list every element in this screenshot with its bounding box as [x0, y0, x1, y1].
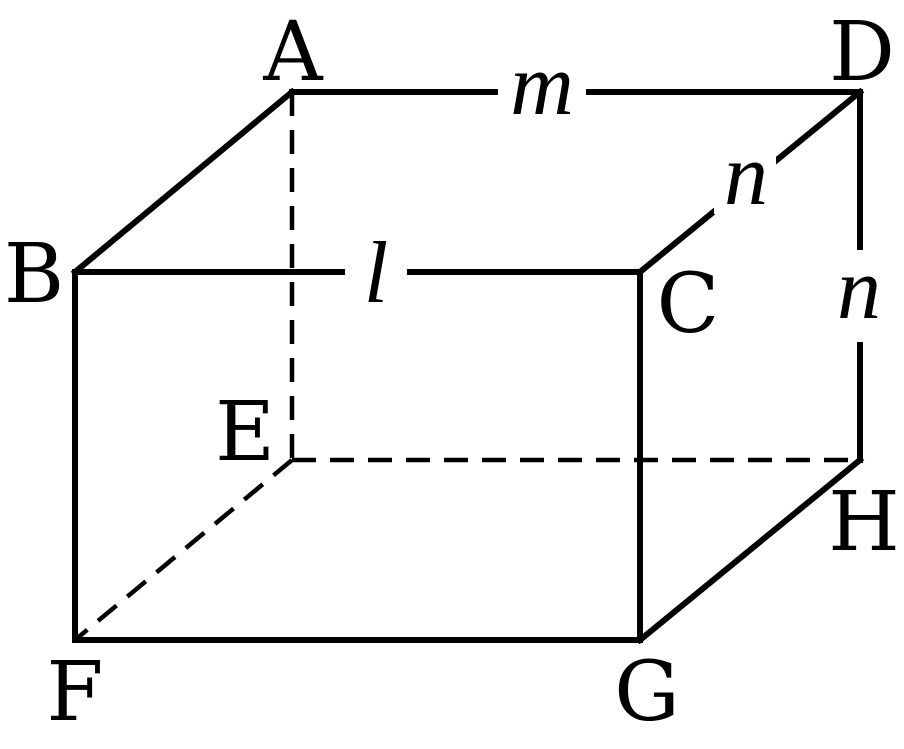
edge-AB: [70, 87, 297, 277]
vertex-label-A: A: [262, 5, 324, 100]
edge-label-n-diagonal: n: [724, 127, 768, 224]
gap-label-l: [345, 235, 407, 307]
vertex-label-B: B: [4, 227, 64, 322]
edge-EF: [73, 458, 294, 642]
gap-label-m: [498, 60, 586, 122]
vertex-label-C: C: [657, 257, 720, 352]
gap-label-n-vertical: [832, 250, 888, 342]
vertex-label-F: F: [47, 645, 104, 740]
edge-GH: [635, 455, 865, 645]
edge-label-m: m: [510, 37, 574, 134]
gap-label-n-diagonal: [714, 148, 776, 214]
edge-label-n-vertical: n: [837, 241, 881, 338]
vertex-label-G: G: [614, 645, 680, 740]
edge-label-l: l: [364, 225, 388, 322]
vertex-label-H: H: [828, 475, 900, 570]
vertex-label-D: D: [829, 5, 895, 100]
vertex-label-E: E: [215, 385, 275, 480]
